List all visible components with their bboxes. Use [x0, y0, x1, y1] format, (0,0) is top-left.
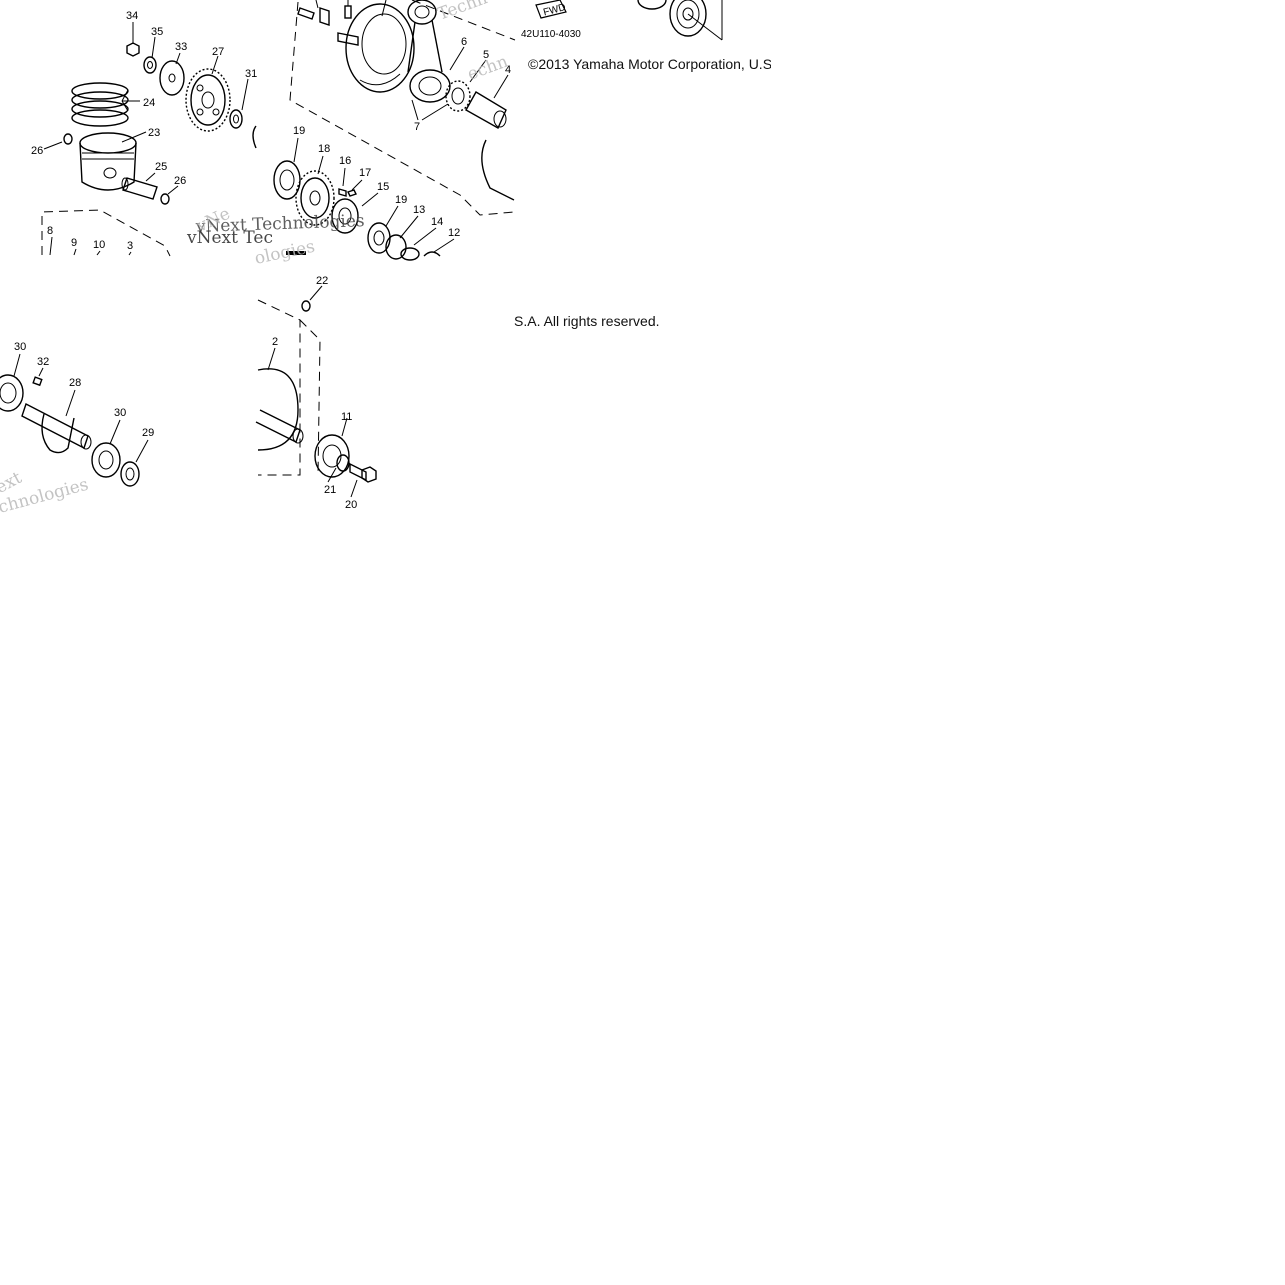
callout-14: 14	[431, 216, 443, 228]
piston-part	[79, 131, 147, 191]
callout-9: 9	[71, 237, 77, 249]
connecting-rod-part	[407, 0, 451, 103]
callout-5: 5	[483, 49, 489, 61]
callout-19b: 19	[395, 194, 407, 206]
tile-top-left	[41, 22, 257, 257]
fwd-arrow-icon	[535, 0, 567, 19]
callout-7: 7	[414, 121, 420, 133]
nut-part	[126, 22, 140, 57]
sprocket-part	[273, 137, 301, 200]
callout-12: 12	[448, 227, 460, 239]
tile-bottom-left	[0, 353, 149, 487]
callout-15: 15	[377, 181, 389, 193]
gear-part	[185, 55, 231, 132]
callout-20: 20	[345, 499, 357, 511]
gear-part-2	[295, 155, 335, 226]
callout-28: 28	[69, 377, 81, 389]
watermark-fragment-3: Techn	[435, 0, 490, 25]
piston-rings	[71, 82, 140, 127]
callout-26a: 26	[31, 145, 43, 157]
callout-25: 25	[155, 161, 167, 173]
callout-11: 11	[341, 411, 352, 423]
crankshaft-part	[21, 389, 92, 454]
bolt-part	[349, 462, 377, 498]
callout-16: 16	[339, 155, 351, 167]
callout-35: 35	[151, 26, 163, 38]
callout-18: 18	[318, 143, 330, 155]
callout-3: 3	[127, 240, 133, 252]
tile-bottom-middle	[255, 285, 377, 498]
callout-34: 34	[126, 10, 138, 22]
callout-32: 32	[37, 356, 49, 368]
callout-24: 24	[143, 97, 155, 109]
callout-8: 8	[47, 225, 53, 237]
callout-23: 23	[148, 127, 160, 139]
callout-13: 13	[413, 204, 425, 216]
crank-web-part	[337, 0, 415, 93]
callout-labels: 34 35 33 27 31 24 23 26 25 26 8 9 10 3 1…	[14, 10, 511, 511]
callout-6: 6	[461, 36, 467, 48]
callout-30a: 30	[14, 341, 26, 353]
callout-29: 29	[142, 427, 154, 439]
callout-26b: 26	[174, 175, 186, 187]
callout-27: 27	[212, 46, 224, 58]
copyright-line-1: ©2013 Yamaha Motor Corporation, U.S	[528, 56, 771, 72]
watermark-fragment-6: echn	[465, 52, 511, 85]
diagram-code: 42U110-4030	[521, 29, 581, 40]
tile-top-right	[535, 0, 723, 41]
callout-21: 21	[324, 484, 336, 496]
callout-30b: 30	[114, 407, 126, 419]
callout-19a: 19	[293, 125, 305, 137]
copyright-line-2: S.A. All rights reserved.	[514, 313, 660, 329]
callout-33: 33	[175, 41, 187, 53]
callout-2: 2	[272, 336, 278, 348]
callout-4: 4	[505, 64, 511, 76]
callout-17: 17	[359, 167, 371, 179]
callout-31: 31	[245, 68, 257, 80]
bearing-part	[669, 0, 723, 41]
tile-top-middle	[273, 0, 516, 261]
watermark-fragment-1: vNext Tec	[186, 228, 273, 248]
callout-22: 22	[316, 275, 328, 287]
callout-10: 10	[93, 239, 105, 251]
